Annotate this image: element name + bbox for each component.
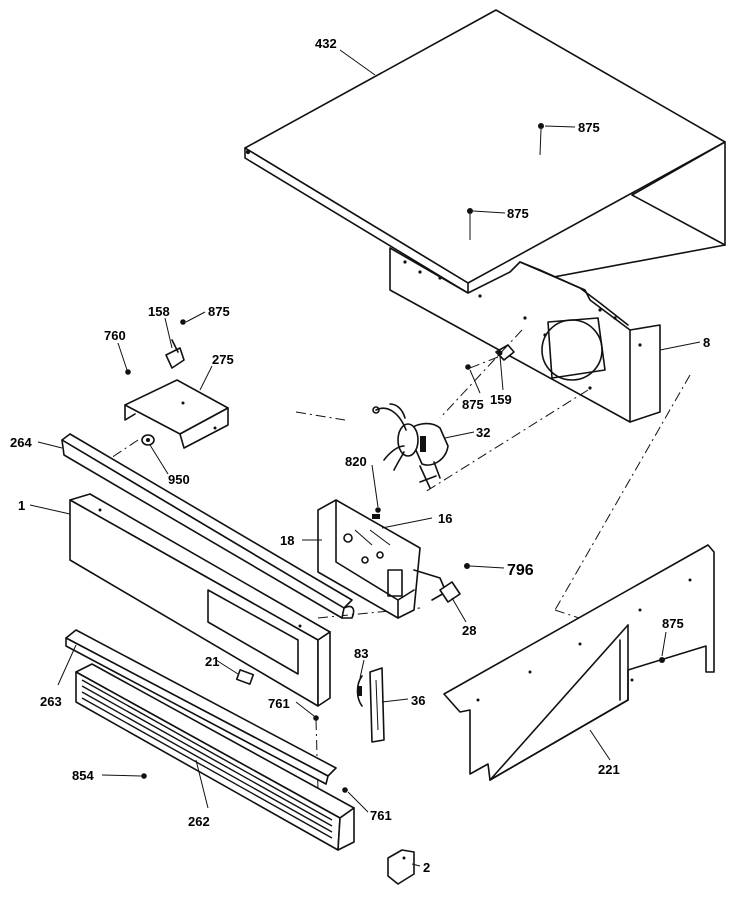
screw-820 bbox=[375, 507, 381, 513]
screw-875-top-right bbox=[538, 123, 544, 156]
label-28: 28 bbox=[462, 623, 476, 638]
label-262: 262 bbox=[188, 814, 210, 829]
part-labels: 432 875 875 8 158 875 760 275 875 159 32… bbox=[10, 36, 710, 875]
label-221: 221 bbox=[598, 762, 620, 777]
label-2: 2 bbox=[423, 860, 430, 875]
screw-796 bbox=[464, 563, 470, 569]
label-950: 950 bbox=[168, 472, 190, 487]
label-796: 796 bbox=[507, 562, 534, 579]
label-18: 18 bbox=[280, 533, 294, 548]
screw-761-lower bbox=[342, 787, 348, 793]
label-263: 263 bbox=[40, 694, 62, 709]
leader-lines bbox=[29, 49, 701, 867]
part-158-clip bbox=[165, 339, 185, 369]
part-28-bracket bbox=[439, 581, 461, 603]
label-760: 760 bbox=[104, 328, 126, 343]
screw-875-side bbox=[659, 657, 665, 663]
label-21: 21 bbox=[205, 654, 219, 669]
screw-875-bracket bbox=[465, 364, 471, 370]
part-21-clip bbox=[235, 669, 255, 685]
label-275: 275 bbox=[212, 352, 234, 367]
label-875-top-right: 875 bbox=[578, 120, 600, 135]
screw-875-top-mid bbox=[467, 208, 473, 240]
label-83: 83 bbox=[354, 646, 368, 661]
label-854: 854 bbox=[72, 768, 94, 783]
label-158: 158 bbox=[148, 304, 170, 319]
label-8: 8 bbox=[703, 335, 710, 350]
part-8-back-panel bbox=[389, 247, 661, 423]
label-264: 264 bbox=[10, 435, 32, 450]
label-159: 159 bbox=[490, 392, 512, 407]
part-36-bar bbox=[369, 667, 385, 743]
label-875-top-mid: 875 bbox=[507, 206, 529, 221]
label-875-bracket: 875 bbox=[462, 397, 484, 412]
screw-760 bbox=[125, 369, 131, 375]
label-875-left: 875 bbox=[208, 304, 230, 319]
label-1: 1 bbox=[18, 498, 25, 513]
label-32: 32 bbox=[476, 425, 490, 440]
label-761-lower: 761 bbox=[370, 808, 392, 823]
label-36: 36 bbox=[411, 693, 425, 708]
label-16: 16 bbox=[438, 511, 452, 526]
screw-854 bbox=[141, 773, 147, 779]
part-32-fan-motor bbox=[372, 403, 449, 489]
part-83-clip bbox=[356, 675, 363, 707]
label-432: 432 bbox=[315, 36, 337, 51]
part-432-top-cover bbox=[244, 9, 726, 294]
part-263-lower-trim bbox=[65, 629, 337, 785]
part-1-control-panel bbox=[69, 493, 331, 707]
label-875-side: 875 bbox=[662, 616, 684, 631]
part-16-control-board bbox=[317, 499, 447, 619]
part-950-grommet bbox=[141, 434, 155, 446]
part-221-side-panel bbox=[443, 544, 715, 781]
label-820: 820 bbox=[345, 454, 367, 469]
part-264-trim bbox=[61, 433, 355, 619]
screw-761-upper bbox=[313, 715, 319, 721]
part-275-bracket bbox=[124, 379, 229, 449]
label-761-upper: 761 bbox=[268, 696, 290, 711]
screw-875-left bbox=[180, 319, 186, 325]
part-2-bracket bbox=[387, 849, 415, 885]
part-262-vent-grille bbox=[75, 663, 355, 851]
